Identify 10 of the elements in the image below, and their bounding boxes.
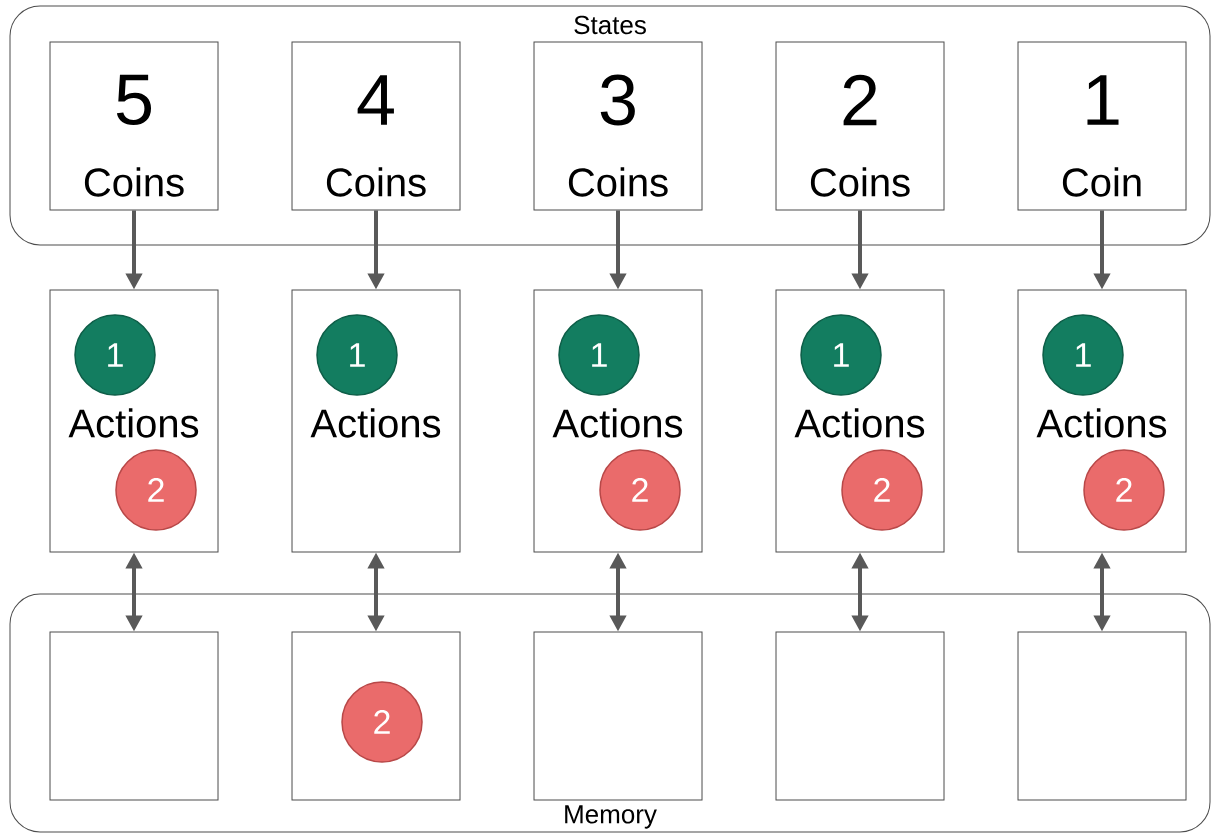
memory-box: [775, 631, 945, 801]
state-box: 1 Coin: [1017, 41, 1187, 211]
memory-box: [533, 631, 703, 801]
memory-box: [291, 631, 461, 801]
state-box: 5 Coins: [49, 41, 219, 211]
state-box: 4 Coins: [291, 41, 461, 211]
state-box: 3 Coins: [533, 41, 703, 211]
memory-box: [1017, 631, 1187, 801]
state-box: 2 Coins: [775, 41, 945, 211]
memory-box: [49, 631, 219, 801]
